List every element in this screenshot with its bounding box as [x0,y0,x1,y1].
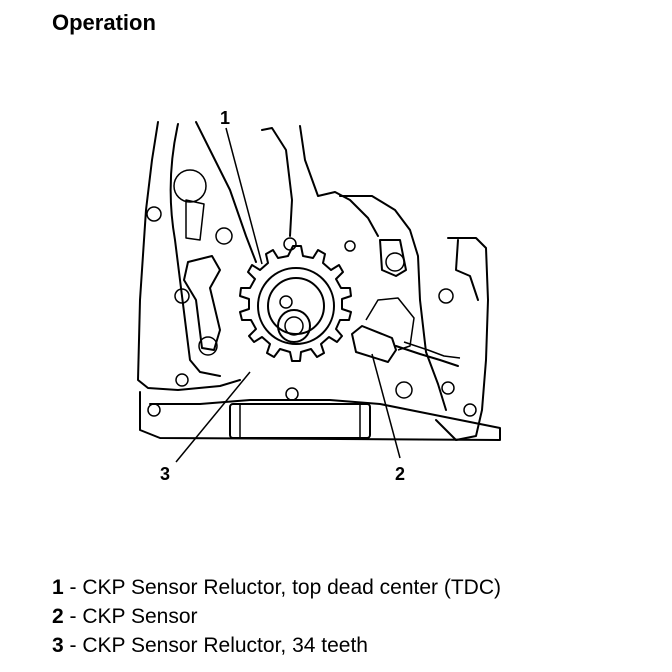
legend-item-number: 1 [52,576,64,599]
ckp-sensor-harness [395,345,459,367]
legend-item: 2 - CKP Sensor [52,602,501,631]
callout-1-leader [225,127,263,265]
parts-legend: 1 - CKP Sensor Reluctor, top dead center… [52,573,501,660]
legend-item-separator: - [63,634,83,657]
legend-item: 3 - CKP Sensor Reluctor, 34 teeth [52,631,501,660]
oil-pan-rail [139,391,501,441]
legend-item-text: CKP Sensor [82,605,198,628]
callout-3-label: 3 [160,464,170,484]
legend-item-separator: - [63,605,83,628]
legend-item-number: 2 [52,605,64,628]
page-title: Operation [52,10,156,35]
legend-item-text: CKP Sensor Reluctor, 34 teeth [82,634,368,657]
reluctor-wheel-teeth [239,245,352,362]
transmission-side-housing [435,237,489,441]
callout-3-leader [175,371,251,463]
oil-pan-boss [229,403,371,439]
legend-item-number: 3 [52,634,64,657]
crank-pulley-hub [257,267,335,345]
callout-2-label: 2 [395,464,405,484]
ckp-sensor-body [351,325,397,363]
block-bolts [146,169,477,417]
legend-item: 1 - CKP Sensor Reluctor, top dead center… [52,573,501,602]
engine-block-outline [137,121,241,391]
legend-item-text: CKP Sensor Reluctor, top dead center (TD… [82,576,501,599]
engine-block-right-housing [339,195,447,411]
engine-block-upper-rib [195,121,379,263]
callout-2-leader [371,353,401,459]
callout-1-label: 1 [220,108,230,128]
tensioner-arm [183,255,221,351]
legend-item-separator: - [63,576,83,599]
